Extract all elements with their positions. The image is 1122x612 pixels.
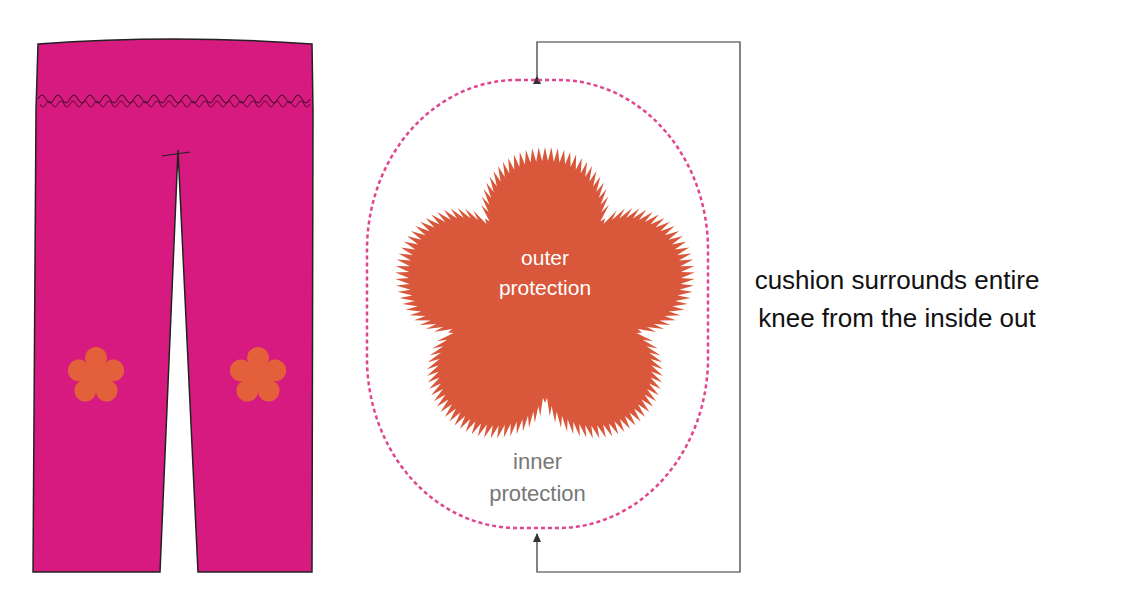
pants-illustration xyxy=(33,39,313,572)
inner-label: inner protection xyxy=(463,446,613,510)
note-label: cushion surrounds entire knee from the i… xyxy=(752,262,1042,337)
flower-pad: outer protection xyxy=(400,155,690,425)
cushion-outline: inner protection outer protection xyxy=(365,78,710,530)
knee-flower xyxy=(230,347,286,402)
outer-label: outer protection xyxy=(480,243,610,304)
knee-flower xyxy=(68,347,124,402)
